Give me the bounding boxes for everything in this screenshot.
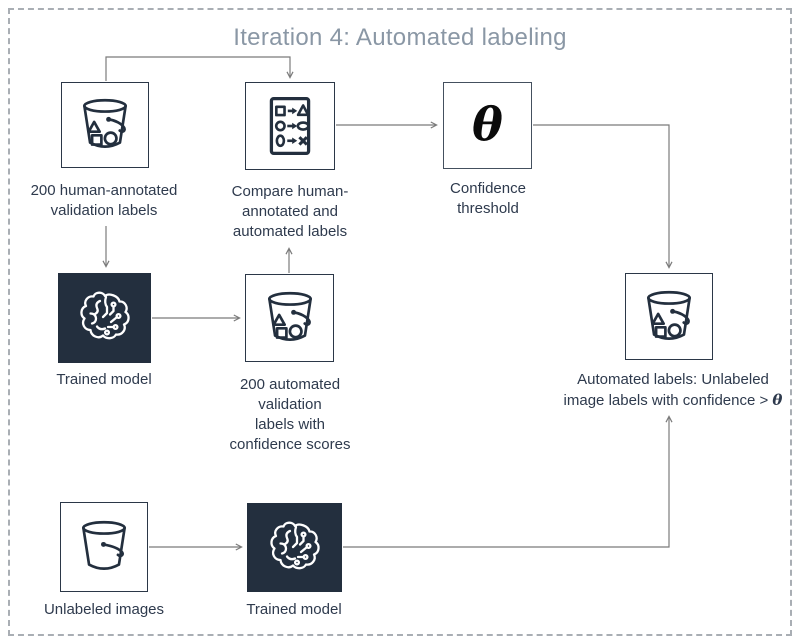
- node-trained-model-bottom: [247, 503, 342, 592]
- brain-circuit-icon: [269, 521, 320, 569]
- theta-inline-symbol: θ: [772, 391, 783, 409]
- node-output-automated-labels: [625, 273, 713, 360]
- caption-automated-validation-labels: 200 automated validation labels with con…: [229, 376, 351, 453]
- caption-human-validation-labels: 200 human-annotated validation labels: [30, 182, 178, 219]
- caption-compare-labels: Compare human- annotated and automated l…: [231, 183, 349, 240]
- node-confidence-threshold: θ: [443, 82, 532, 169]
- brain-circuit-icon: [79, 291, 130, 340]
- connector-threshold-to-output: [533, 124, 673, 269]
- caption-output-automated-labels: Automated labels: Unlabeled image labels…: [563, 371, 783, 409]
- node-human-validation-labels: [61, 82, 149, 168]
- bucket-shapes-icon: [647, 290, 691, 340]
- caption-trained-model-bottom: Trained model: [246, 601, 342, 618]
- caption-unlabeled-images: Unlabeled images: [43, 601, 165, 618]
- bucket-plain-icon: [82, 520, 126, 570]
- connector-model-to-outputlabel: [343, 415, 673, 548]
- node-unlabeled-images: [60, 502, 148, 592]
- node-trained-model-top: [58, 273, 151, 363]
- caption-trained-model-top: Trained model: [56, 371, 152, 388]
- node-compare-labels: [245, 82, 335, 170]
- caption-confidence-threshold: Confidence threshold: [450, 180, 526, 217]
- connector-human-to-compare: [105, 56, 294, 81]
- node-automated-validation-labels: [245, 274, 334, 362]
- diagram-title: Iteration 4: Automated labeling: [233, 24, 567, 51]
- compare-labels-icon: [269, 97, 311, 155]
- theta-symbol: θ: [472, 96, 503, 151]
- bucket-shapes-icon: [83, 98, 127, 148]
- bucket-shapes-icon: [267, 291, 312, 341]
